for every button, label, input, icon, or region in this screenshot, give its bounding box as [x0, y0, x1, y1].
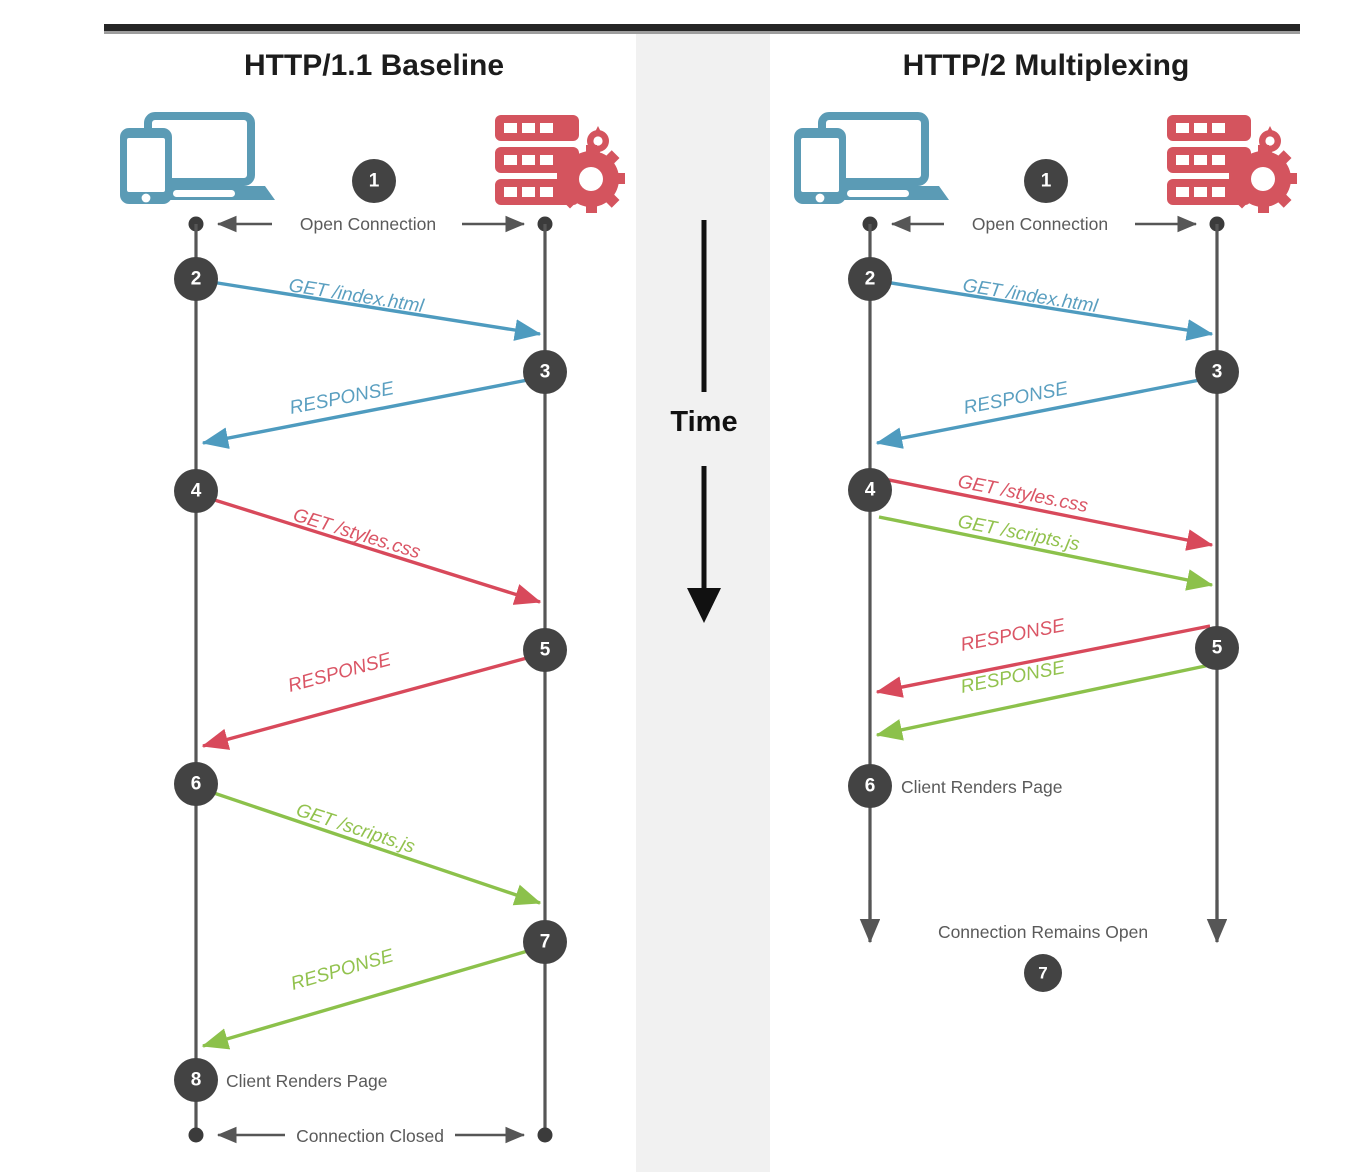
step-number-left-2: 2	[191, 269, 202, 290]
step-number-right-4: 4	[865, 480, 876, 501]
step-badge-left-1	[352, 159, 396, 203]
step-badge-left-5	[523, 628, 567, 672]
time-axis-label: Time	[670, 406, 737, 438]
step-number-left-4: 4	[191, 481, 202, 502]
arrow-left-response-js	[201, 946, 539, 1050]
step-badge-right-1	[1024, 159, 1068, 203]
step-number-right-7: 7	[1038, 964, 1047, 983]
step-number-right-6: 6	[865, 776, 876, 797]
step-badge-left-2	[174, 257, 218, 301]
arrow-right-response-css	[875, 624, 1211, 698]
arrow-left-get-scripts	[204, 788, 542, 906]
client-renders-label-left: Client Renders Page	[226, 1071, 387, 1091]
step-number-left-7: 7	[540, 932, 551, 953]
panel-title-http11: HTTP/1.1 Baseline	[244, 49, 504, 82]
step-badge-right-4	[848, 468, 892, 512]
step-number-left-6: 6	[191, 774, 202, 795]
server-lifeline-end-left	[537, 1127, 553, 1143]
client-lifeline-end-left	[188, 1127, 204, 1143]
client-renders-label-right: Client Renders Page	[901, 777, 1062, 797]
step-number-right-2: 2	[865, 269, 876, 290]
step-badge-left-6	[174, 762, 218, 806]
step-number-left-8: 8	[191, 1070, 202, 1091]
arrow-left-response-html	[201, 376, 539, 449]
step-badge-right-6	[848, 764, 892, 808]
step-number-left-5: 5	[540, 640, 551, 661]
arrow-right-response-js	[875, 663, 1211, 741]
top-rule	[104, 24, 1300, 31]
step-number-right-1: 1	[1041, 171, 1052, 192]
step-badge-right-2	[848, 257, 892, 301]
step-badge-left-3	[523, 350, 567, 394]
step-badge-left-4	[174, 469, 218, 513]
arrow-left-get-index	[204, 279, 542, 341]
open-connection-label-left: Open Connection	[300, 214, 436, 234]
arrow-right-get-scripts	[878, 515, 1214, 591]
step-number-left-3: 3	[540, 362, 551, 383]
arrow-left-response-css	[201, 653, 539, 750]
top-rule-shadow	[104, 31, 1300, 34]
panel-title-http2: HTTP/2 Multiplexing	[903, 49, 1190, 82]
step-badge-left-7	[523, 920, 567, 964]
arrow-left-get-styles	[204, 495, 542, 605]
step-badge-right-5	[1195, 626, 1239, 670]
step-number-right-5: 5	[1212, 638, 1223, 659]
connection-closed-label: Connection Closed	[296, 1126, 444, 1146]
open-connection-label-right: Open Connection	[972, 214, 1108, 234]
step-badge-right-7	[1024, 954, 1062, 992]
step-number-right-3: 3	[1212, 362, 1223, 383]
step-badge-left-8	[174, 1058, 218, 1102]
arrow-right-get-index	[878, 279, 1214, 341]
step-number-left-1: 1	[369, 171, 380, 192]
connection-remains-open-label: Connection Remains Open	[938, 922, 1148, 942]
step-badge-right-3	[1195, 350, 1239, 394]
arrow-right-get-styles	[878, 476, 1214, 551]
arrow-right-response-html	[875, 376, 1211, 449]
